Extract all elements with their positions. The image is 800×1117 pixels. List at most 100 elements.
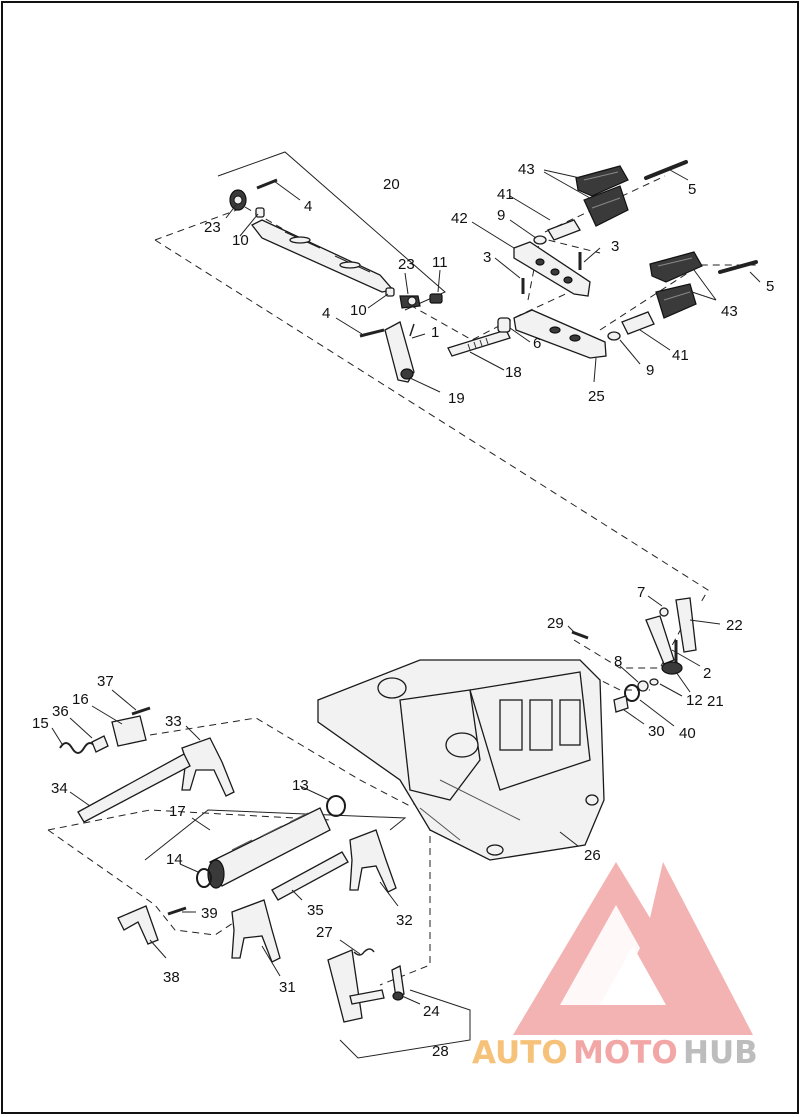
callout-17: 17: [169, 803, 186, 820]
callout-15: 15: [32, 715, 49, 732]
callout-10-lower: 10: [350, 302, 367, 319]
watermark-logo: AUTO MOTO HUB: [472, 862, 758, 1071]
bushing-6: [497, 317, 511, 333]
rod-end-23-upper: [229, 189, 247, 211]
callout-4-lower: 4: [322, 305, 330, 322]
pin-5-lower: [718, 260, 758, 274]
callout-26: 26: [584, 847, 601, 864]
callout-33: 33: [165, 713, 182, 730]
footpeg-43-lower-b: [655, 283, 697, 319]
callout-43-upper: 43: [518, 161, 535, 178]
callout-1: 1: [431, 324, 439, 341]
footpeg-43-upper-a: [575, 165, 629, 197]
screw-39: [167, 906, 187, 916]
pawl-21: [661, 661, 683, 675]
callout-40: 40: [679, 725, 696, 742]
drum-lock-38: [117, 905, 159, 945]
washer-9-lower: [607, 331, 621, 341]
callout-36: 36: [52, 703, 69, 720]
callout-30: 30: [648, 723, 665, 740]
washer-8: [637, 680, 649, 692]
callout-31: 31: [279, 979, 296, 996]
peg-lever-25: [513, 309, 607, 359]
callout-14: 14: [166, 851, 183, 868]
callout-labels: 1 2 3 3 4 4 5 5 6 7 8 9 9 10 10 11 12 13…: [32, 161, 774, 1060]
callout-24: 24: [423, 1003, 440, 1020]
callout-11: 11: [432, 254, 448, 271]
fork-rail-35: [271, 851, 349, 901]
shift-fork-31: [231, 899, 281, 963]
callout-37: 37: [97, 673, 114, 690]
shift-fork-32: [349, 829, 397, 893]
seal-40: [624, 684, 640, 702]
callout-27: 27: [316, 924, 333, 941]
footpeg-43-lower-a: [649, 251, 703, 283]
callout-13: 13: [292, 777, 309, 794]
watermark-triangle-cut: [560, 905, 640, 1005]
pawl-24: [391, 965, 405, 1001]
callout-9-upper: 9: [497, 207, 505, 224]
nut-11: [429, 293, 443, 304]
callout-9-lower: 9: [646, 362, 654, 379]
callout-18: 18: [505, 364, 522, 381]
callout-12: 12: [686, 692, 703, 709]
watermark-text-hub: HUB: [683, 1035, 758, 1071]
shift-drum-17: [207, 807, 331, 889]
shift-fork-33: [181, 737, 235, 797]
bolt-4-upper: [256, 178, 278, 190]
callout-43-lower: 43: [721, 303, 738, 320]
dash-rail-left: [47, 829, 261, 936]
group-20-bracket: [217, 151, 446, 311]
callout-5-upper: 5: [688, 181, 696, 198]
shift-rod: [251, 219, 395, 293]
callout-42: 42: [451, 210, 468, 227]
callout-34: 34: [51, 780, 68, 797]
shift-lever-2: [645, 615, 675, 665]
callout-41-upper: 41: [497, 186, 514, 203]
dash-shaft-24: [379, 800, 431, 986]
dash-shaft-lever: [409, 284, 586, 341]
shift-shaft-assembly-28: [327, 949, 385, 1023]
peg-lever-42: [513, 241, 591, 297]
washer-9-upper: [533, 235, 547, 245]
footpeg-43-upper-b: [583, 185, 629, 227]
shift-lever: [384, 321, 415, 383]
callout-8: 8: [614, 653, 622, 670]
callout-6: 6: [533, 335, 541, 352]
callout-29: 29: [547, 615, 564, 632]
watermark-text-moto: MOTO: [573, 1035, 678, 1071]
callout-3-left: 3: [483, 249, 491, 266]
callout-5-lower: 5: [766, 278, 774, 295]
callout-21: 21: [707, 693, 724, 710]
callout-25: 25: [588, 388, 605, 405]
leader-lines: [51, 169, 761, 1005]
washer-7: [659, 607, 669, 617]
callout-20: 20: [383, 176, 400, 193]
callout-10-upper: 10: [232, 232, 249, 249]
spacer-36: [91, 735, 109, 753]
rod-end-23-lower: [399, 295, 421, 309]
dash-long-diagonal: [154, 239, 709, 605]
fork-rail-34: [77, 753, 191, 823]
sleeve-41-upper: [547, 219, 581, 241]
oring-14: [196, 868, 212, 888]
callout-38: 38: [163, 969, 180, 986]
oring-13: [326, 795, 346, 817]
callout-23-lower: 23: [398, 256, 415, 273]
callout-32: 32: [396, 912, 413, 929]
pin-5-upper: [644, 160, 688, 180]
clip-12: [649, 678, 659, 686]
callout-3-right: 3: [611, 238, 619, 255]
bolt-4-lower: [359, 328, 385, 338]
spring-15: [59, 742, 97, 754]
transmission-case: [317, 659, 605, 861]
dash-rod-left: [154, 206, 246, 241]
sleeve-41-lower: [621, 311, 655, 335]
callout-2: 2: [703, 665, 711, 682]
bushing-30: [613, 695, 629, 713]
group-28-bracket: [339, 989, 471, 1059]
callout-39: 39: [201, 905, 218, 922]
